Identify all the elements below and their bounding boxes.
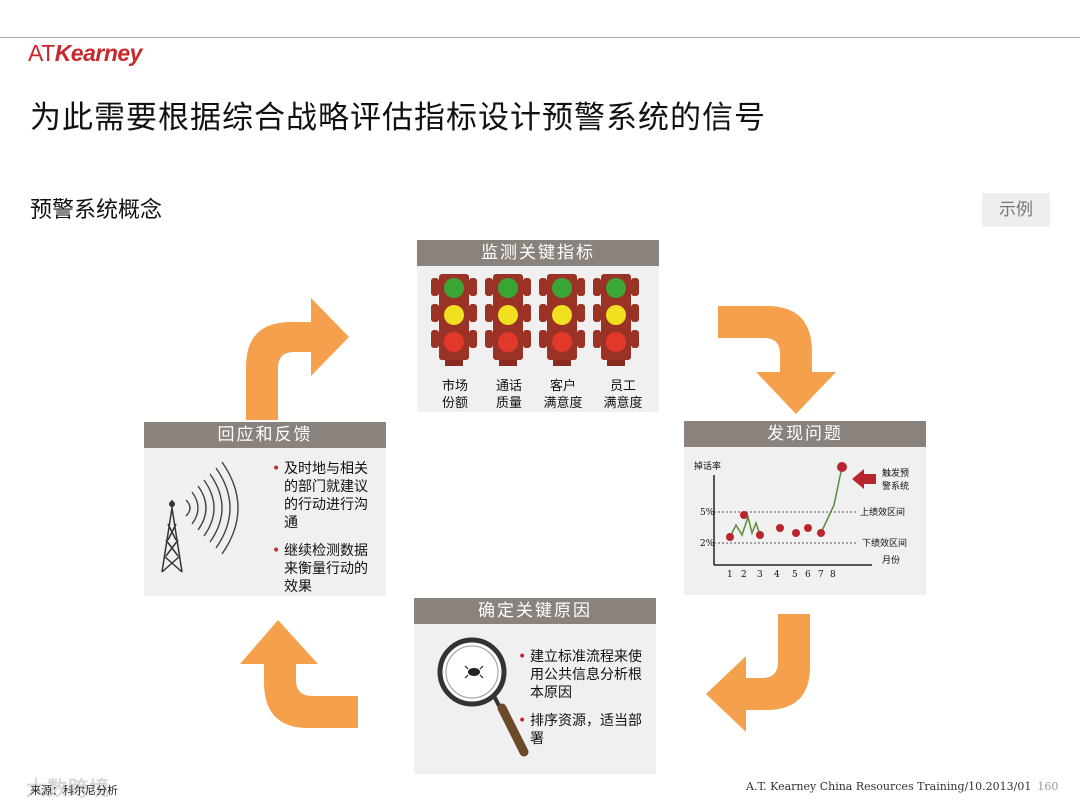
page-title: 为此需要根据综合战略评估指标设计预警系统的信号 <box>30 100 766 136</box>
feedback-bullets: 及时地与相关的部门就建议的行动进行沟通 继续检测数据来衡量行动的效果 <box>272 460 376 606</box>
citation-text: A.T. Kearney China Resources Training/10… <box>746 780 1032 793</box>
trigger-label-line2: 警系统 <box>882 480 909 492</box>
data-point <box>726 533 734 541</box>
alert-arrow-icon <box>852 469 876 489</box>
y-axis-label: 掉话率 <box>694 460 721 472</box>
trend-line <box>729 514 761 538</box>
data-point <box>740 511 748 519</box>
discover-panel: 发现问题 掉话率 月份 5% 2% 上绩效区间 下绩效区间 1 2 3 4 5 … <box>684 421 926 595</box>
source-note: 来源：科尔尼分析 <box>30 784 118 797</box>
monitor-header: 监测关键指标 <box>417 240 659 266</box>
top-rule <box>0 37 1080 38</box>
traffic-light-icon <box>485 274 531 366</box>
logo-name: Kearney <box>54 40 143 66</box>
data-point <box>756 531 764 539</box>
x-tick: 2 <box>741 570 747 580</box>
x-tick: 5 <box>792 570 798 580</box>
section-subtitle: 预警系统概念 <box>30 198 163 223</box>
bullet-item: 及时地与相关的部门就建议的行动进行沟通 <box>272 460 376 532</box>
traffic-light-icon <box>593 274 639 366</box>
indicator-label: 员工满意度 <box>603 379 643 411</box>
bullet-item: 建立标准流程来使用公共信息分析根本原因 <box>518 648 650 702</box>
indicator-label: 客户满意度 <box>543 379 583 411</box>
discover-header: 发现问题 <box>684 421 926 447</box>
data-point <box>776 524 784 532</box>
company-logo: ATKearney <box>28 40 142 67</box>
x-axis-label: 月份 <box>882 554 900 566</box>
bullet-item: 继续检测数据来衡量行动的效果 <box>272 542 376 596</box>
data-points <box>726 462 847 541</box>
data-point <box>817 529 825 537</box>
x-tick: 3 <box>757 570 763 580</box>
indicator-label: 通话质量 <box>495 379 522 411</box>
footer-citation: A.T. Kearney China Resources Training/10… <box>746 780 1058 793</box>
data-point <box>804 524 812 532</box>
x-tick: 7 <box>818 570 824 580</box>
lower-threshold-label: 下绩效区间 <box>862 537 907 549</box>
upper-threshold-value: 5% <box>700 508 715 518</box>
antenna-icon <box>161 461 239 573</box>
feedback-header: 回应和反馈 <box>144 422 386 448</box>
trigger-label-line1: 触发预 <box>882 467 909 479</box>
arrow-bottom-right-icon <box>706 614 810 732</box>
x-tick: 4 <box>774 570 780 580</box>
lower-threshold-value: 2% <box>700 539 715 549</box>
logo-prefix: AT <box>28 40 55 66</box>
arrow-bottom-left-icon <box>240 620 358 728</box>
indicator-label: 市场份额 <box>441 379 468 411</box>
feedback-panel: 回应和反馈 及时地与相关的部门就建议的行动进行沟通 继续检测数据来衡量行动的效果 <box>144 422 386 596</box>
example-badge: 示例 <box>982 193 1050 227</box>
page-number: 160 <box>1037 780 1059 793</box>
root-cause-panel: 确定关键原因 建立标准流程来使用公共信息分析根本原因 排序资源，适当部署 <box>414 598 656 774</box>
arrow-top-right-icon <box>718 306 836 414</box>
upper-threshold-label: 上绩效区间 <box>860 506 905 518</box>
x-tick: 8 <box>830 570 836 580</box>
bullet-item: 排序资源，适当部署 <box>518 712 650 748</box>
root-cause-bullets: 建立标准流程来使用公共信息分析根本原因 排序资源，适当部署 <box>518 648 650 758</box>
traffic-lights <box>431 274 639 366</box>
spike-line <box>820 466 843 534</box>
watermark: 大数跨境 <box>26 778 110 800</box>
arrow-top-left-icon <box>246 298 349 420</box>
x-tick: 1 <box>727 570 733 580</box>
data-point <box>837 462 847 472</box>
data-point <box>792 529 800 537</box>
root-cause-header: 确定关键原因 <box>414 598 656 624</box>
traffic-light-icon <box>539 274 585 366</box>
monitor-panel: 监测关键指标 市场份额 通话质量 客户满意度 员工满意度 <box>417 240 659 412</box>
drop-rate-chart: 掉话率 月份 5% 2% 上绩效区间 下绩效区间 1 2 3 4 5 6 7 8… <box>694 460 909 580</box>
traffic-light-icon <box>431 274 477 366</box>
x-tick: 6 <box>805 570 811 580</box>
